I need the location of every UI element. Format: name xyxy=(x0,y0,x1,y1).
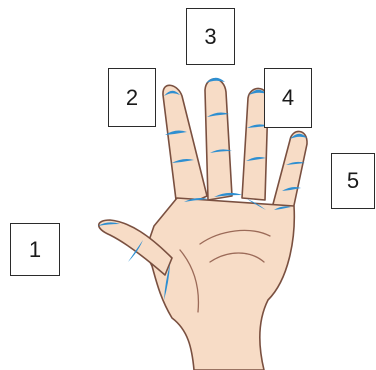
label-box-4: 4 xyxy=(264,68,312,128)
label-1: 1 xyxy=(29,237,41,263)
label-box-5: 5 xyxy=(331,153,375,209)
label-box-3: 3 xyxy=(186,8,235,65)
label-5: 5 xyxy=(347,168,359,194)
middle-finger xyxy=(205,79,232,200)
label-3: 3 xyxy=(204,24,216,50)
index-finger xyxy=(163,85,207,204)
little-finger xyxy=(272,131,307,210)
label-4: 4 xyxy=(282,85,294,111)
label-box-1: 1 xyxy=(10,223,60,276)
label-2: 2 xyxy=(126,85,138,111)
label-box-2: 2 xyxy=(108,68,156,127)
